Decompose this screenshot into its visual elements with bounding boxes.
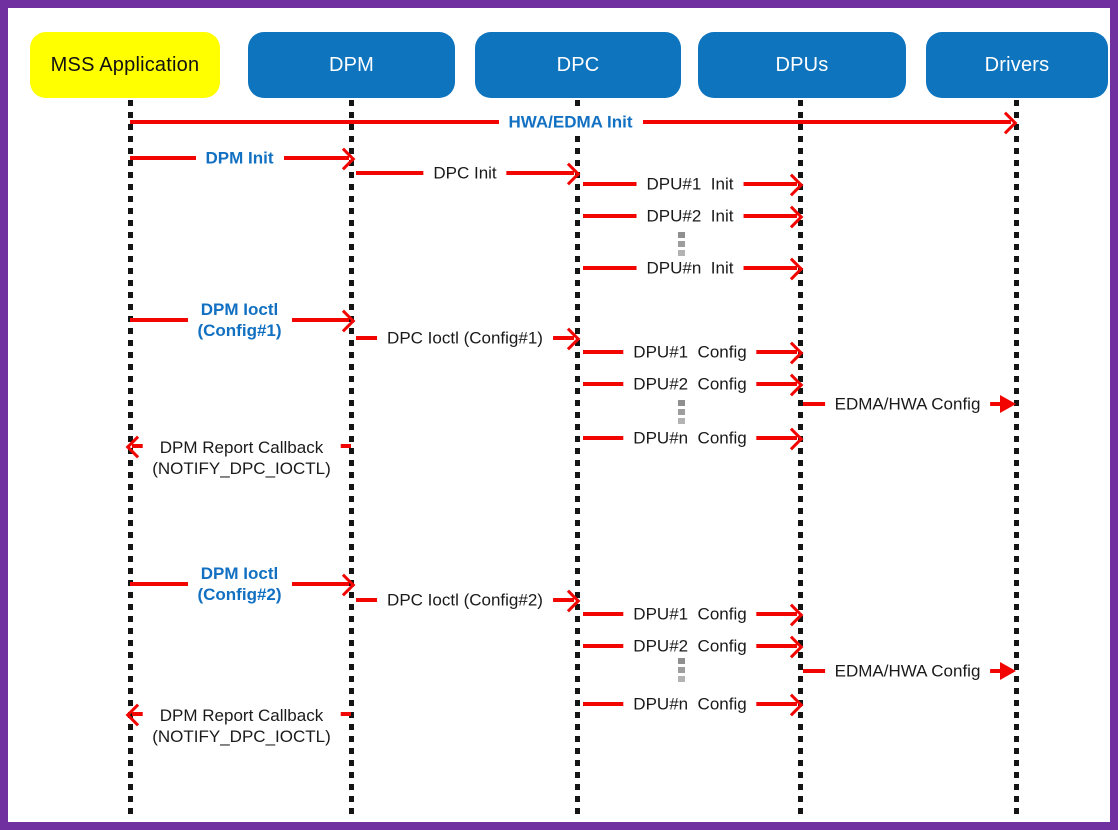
ellipsis-dots-icon (678, 232, 685, 259)
message-label-line2: (Config#2) (197, 585, 282, 604)
message-label: DPU#n Init (636, 256, 744, 280)
ellipsis-dots-icon (678, 658, 685, 685)
lifeline-dpm (348, 100, 354, 814)
actor-dpm: DPM (248, 32, 455, 98)
message-label-line2: (NOTIFY_DPC_IOCTL) (152, 727, 331, 746)
message-label: DPM Ioctl (Config#2) (187, 562, 292, 606)
actor-label: DPUs (775, 53, 829, 76)
message-label: DPC Init (423, 161, 507, 185)
arrowhead-filled-icon (1000, 395, 1016, 413)
message-label-line2: (NOTIFY_DPC_IOCTL) (152, 459, 331, 478)
message-label: DPU#1 Config (623, 340, 757, 364)
actor-drivers: Drivers (926, 32, 1108, 98)
actor-dpus: DPUs (698, 32, 906, 98)
arrowhead-filled-icon (1000, 662, 1016, 680)
message-label: DPU#2 Config (623, 634, 757, 658)
message-label: DPU#1 Config (623, 602, 757, 626)
actor-mss-application: MSS Application (30, 32, 220, 98)
message-label: DPU#n Config (623, 692, 757, 716)
message-label: DPU#2 Init (636, 204, 744, 228)
message-label: DPC Ioctl (Config#1) (377, 326, 553, 350)
message-label: DPC Ioctl (Config#2) (377, 588, 553, 612)
lifeline-dpc (574, 100, 580, 814)
actor-label: DPC (556, 53, 600, 76)
message-label: DPM Report Callback (NOTIFY_DPC_IOCTL) (142, 704, 341, 748)
message-label: DPM Ioctl (Config#1) (187, 298, 292, 342)
message-label: DPU#1 Init (636, 172, 744, 196)
lifeline-mss-application (127, 100, 133, 814)
message-label: EDMA/HWA Config (824, 392, 991, 416)
message-label: DPM Report Callback (NOTIFY_DPC_IOCTL) (142, 436, 341, 480)
message-label: DPU#n Config (623, 426, 757, 450)
lifeline-drivers (1013, 100, 1019, 814)
message-label-line1: DPM Ioctl (200, 564, 279, 583)
ellipsis-dots-icon (678, 400, 685, 427)
message-label-line1: DPM Report Callback (159, 438, 324, 457)
lifeline-dpus (797, 100, 803, 814)
message-label-line2: (Config#1) (197, 321, 282, 340)
message-label-line1: DPM Ioctl (200, 300, 279, 319)
actor-label: DPM (328, 53, 375, 76)
message-label: HWA/EDMA Init (498, 110, 643, 134)
actor-label: Drivers (984, 53, 1050, 76)
actor-label: MSS Application (50, 53, 200, 76)
message-label: DPU#2 Config (623, 372, 757, 396)
message-label-line1: DPM Report Callback (159, 706, 324, 725)
actor-dpc: DPC (475, 32, 681, 98)
message-label: EDMA/HWA Config (824, 659, 991, 683)
message-label: DPM Init (195, 146, 284, 170)
